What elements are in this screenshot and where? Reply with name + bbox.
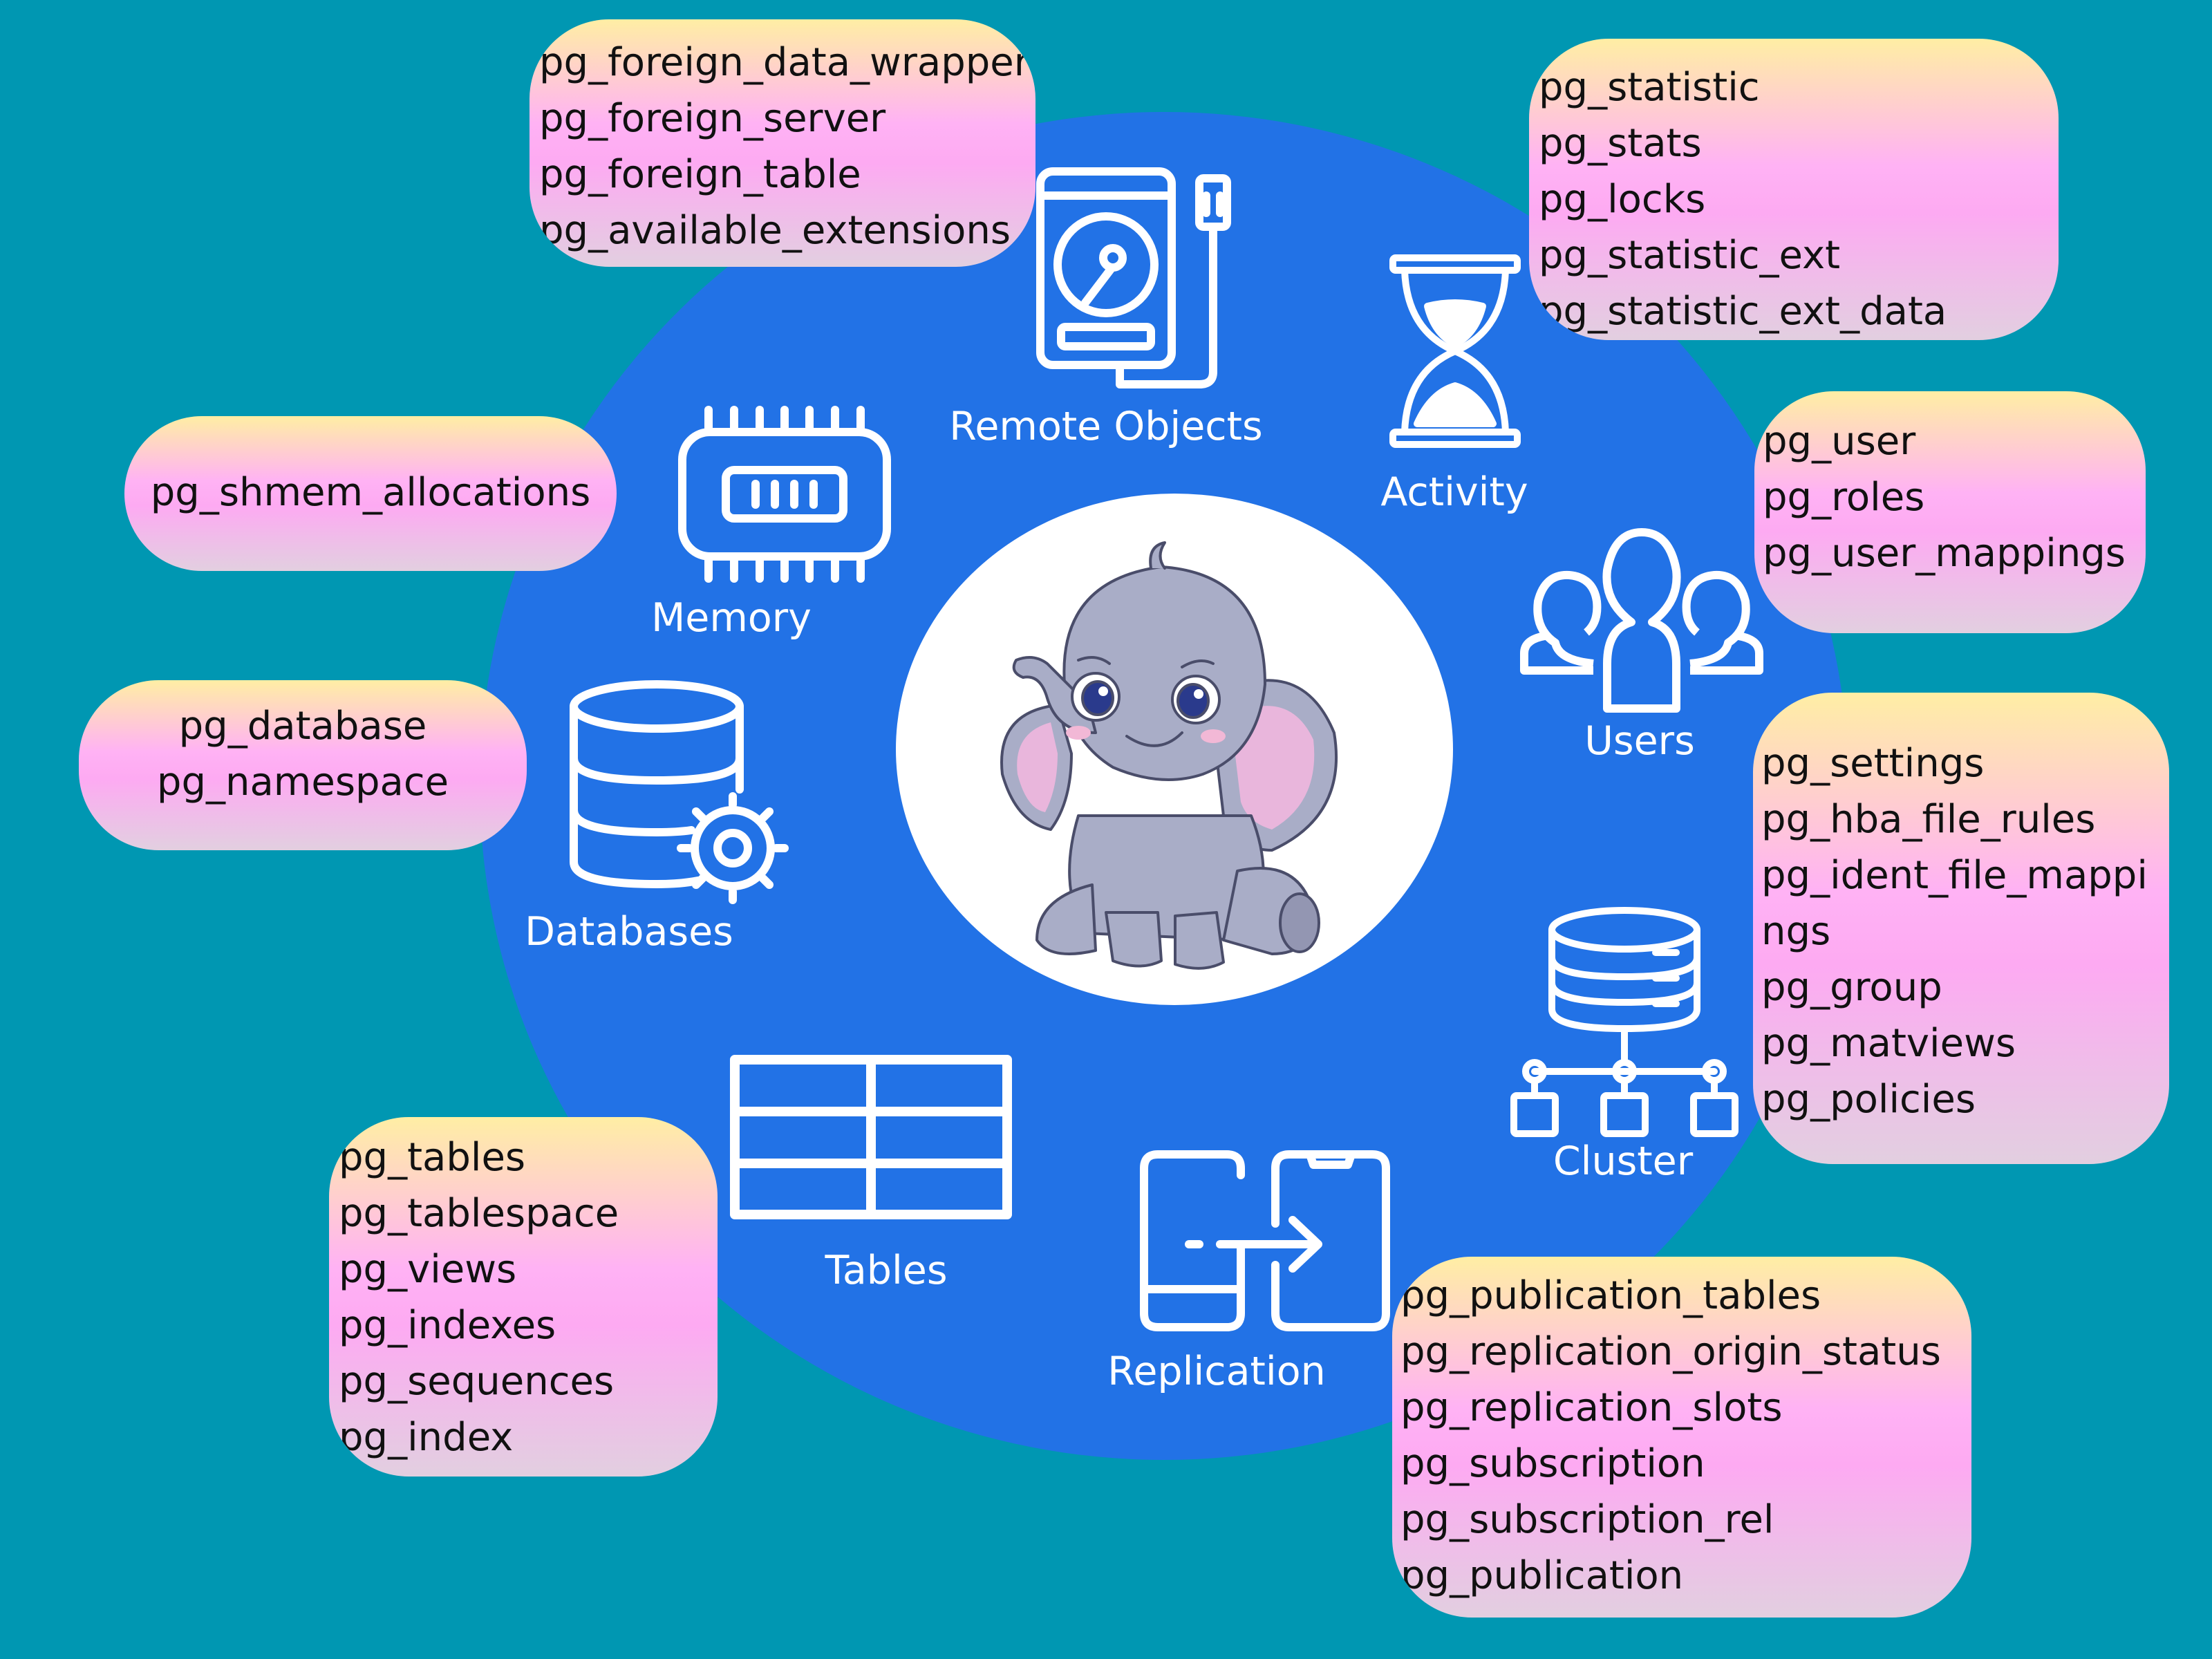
- view-name: pg_policies: [1761, 1077, 1976, 1122]
- label-replication: Replication: [1107, 1349, 1326, 1394]
- view-name: pg_statistic: [1539, 65, 1760, 110]
- database-gear-icon: [567, 679, 788, 900]
- view-name: pg_index: [339, 1415, 514, 1460]
- activity-views-box: pg_statistic pg_stats pg_locks pg_statis…: [1529, 39, 2059, 340]
- view-name: pg_hba_file_rules: [1761, 797, 2096, 842]
- view-name: pg_namespace: [156, 760, 449, 805]
- view-name: pg_replication_origin_status: [1400, 1329, 1941, 1374]
- label-remote-objects: Remote Objects: [949, 404, 1263, 449]
- label-databases: Databases: [525, 909, 733, 955]
- view-name: pg_locks: [1539, 177, 1706, 222]
- label-users: Users: [1584, 718, 1695, 764]
- view-name: pg_shmem_allocations: [150, 470, 591, 515]
- memory-chip-icon: [674, 404, 895, 584]
- server-network-icon: [1507, 906, 1742, 1141]
- view-name: pg_group: [1761, 965, 1942, 1010]
- view-name: pg_foreign_server: [539, 96, 886, 141]
- label-memory: Memory: [651, 595, 812, 641]
- view-name: pg_user: [1763, 419, 1916, 464]
- view-name: pg_views: [339, 1247, 517, 1292]
- view-name: pg_tablespace: [339, 1191, 619, 1236]
- view-name: pg_publication_tables: [1400, 1273, 1821, 1318]
- label-cluster: Cluster: [1553, 1138, 1694, 1184]
- elephant-mascot-icon: [1000, 541, 1338, 970]
- tables-views-box: pg_tables pg_tablespace pg_views pg_inde…: [329, 1117, 718, 1477]
- view-name: pg_sequences: [339, 1359, 615, 1404]
- view-name: pg_tables: [339, 1135, 526, 1180]
- remote-objects-views-box: pg_foreign_data_wrapper pg_foreign_serve…: [529, 19, 1035, 267]
- label-activity: Activity: [1380, 469, 1528, 515]
- external-drive-icon: [1030, 165, 1237, 393]
- view-name: pg_replication_slots: [1400, 1385, 1783, 1430]
- view-name: pg_subscription_rel: [1400, 1497, 1774, 1542]
- view-name: pg_matviews: [1761, 1021, 2016, 1066]
- memory-views-box: pg_shmem_allocations: [124, 416, 617, 571]
- view-name: pg_roles: [1763, 475, 1925, 520]
- view-name: pg_publication: [1400, 1553, 1684, 1598]
- view-name: pg_subscription: [1400, 1441, 1705, 1486]
- view-name: pg_database: [178, 704, 427, 749]
- view-name: pg_stats: [1539, 121, 1702, 166]
- view-name: pg_available_extensions: [539, 208, 1011, 253]
- view-name: pg_foreign_table: [539, 152, 861, 197]
- users-icon: [1517, 525, 1766, 719]
- view-name: pg_statistic_ext_data: [1539, 289, 1947, 334]
- label-tables: Tables: [825, 1248, 948, 1293]
- hourglass-icon: [1389, 254, 1521, 448]
- view-name: pg_ident_file_mappi: [1761, 853, 2148, 898]
- view-name: ngs: [1761, 909, 1831, 954]
- view-name: pg_indexes: [339, 1303, 556, 1348]
- phone-transfer-icon: [1137, 1147, 1393, 1334]
- replication-views-box: pg_publication_tables pg_replication_ori…: [1392, 1257, 1971, 1618]
- view-name: pg_statistic_ext: [1539, 233, 1841, 278]
- view-name: pg_settings: [1761, 741, 1985, 786]
- view-name: pg_foreign_data_wrapper: [539, 40, 1030, 85]
- databases-views-box: pg_database pg_namespace: [79, 680, 527, 850]
- users-views-box: pg_user pg_roles pg_user_mappings: [1754, 391, 2146, 633]
- cluster-views-box: pg_settings pg_hba_file_rules pg_ident_f…: [1753, 693, 2169, 1164]
- table-grid-icon: [729, 1054, 1013, 1220]
- view-name: pg_user_mappings: [1763, 531, 2126, 576]
